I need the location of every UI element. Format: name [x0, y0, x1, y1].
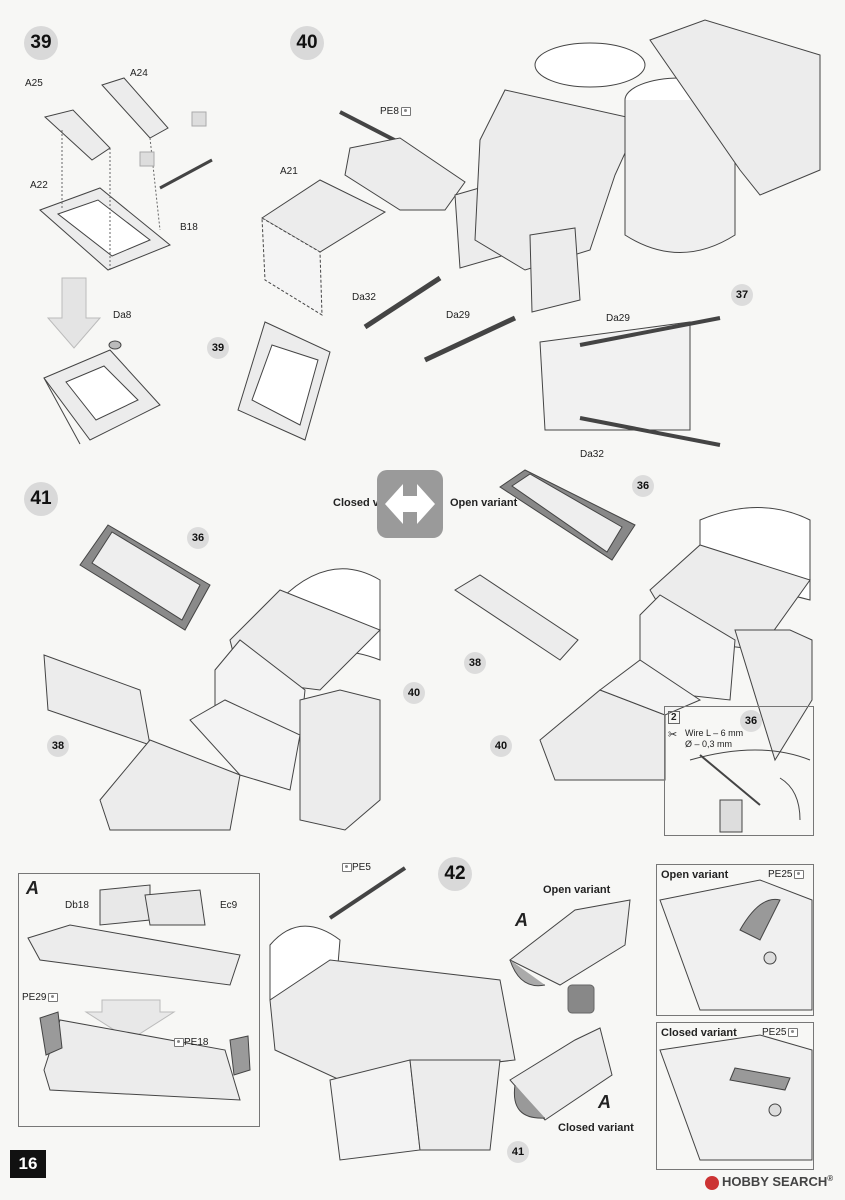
photo-etch-icon [342, 862, 352, 872]
ref-41-right-36: 36 [632, 475, 654, 497]
photo-etch-icon [788, 1027, 799, 1037]
detail-open-box [656, 864, 814, 1016]
step42-open-variant-label: Open variant [543, 884, 611, 896]
watermark: HOBBY SEARCH® [705, 1174, 833, 1190]
detail-drawings [659, 879, 813, 1161]
part-label-da8: Da8 [113, 310, 132, 321]
ref-41-left-40: 40 [403, 682, 425, 704]
step-42-badge: 42 [438, 857, 472, 891]
photo-etch-icon [794, 869, 805, 879]
ref-41-right-38: 38 [464, 652, 486, 674]
step-40-badge: 40 [290, 26, 324, 60]
part-label-a24: A24 [130, 68, 148, 79]
part-label-pe18: PE18 [172, 1037, 208, 1048]
step42-letter-a-open: A [515, 910, 528, 930]
step42-closed-variant-label: Closed variant [558, 1122, 634, 1134]
detail-closed-pe25: PE25 [762, 1027, 799, 1038]
step40-drawing [237, 19, 821, 447]
part-label-pe8: PE8 [380, 106, 411, 117]
part-label-da32: Da32 [352, 292, 376, 303]
step42-drawing [269, 866, 631, 1161]
detail-closed-title: Closed variant [661, 1027, 737, 1039]
detail-open-pe25: PE25 [768, 869, 805, 880]
photo-etch-icon [400, 106, 411, 116]
ref-42-41: 41 [507, 1141, 529, 1163]
detail-open-title: Open variant [661, 869, 729, 881]
step41-right-drawing [454, 469, 813, 781]
part-label-da29: Da29 [446, 310, 470, 321]
hobby-search-logo-icon [705, 1175, 719, 1190]
step41-left-drawing [43, 524, 381, 831]
step-39-badge: 39 [24, 26, 58, 60]
ref-step-39: 39 [207, 337, 229, 359]
step42-letter-a-closed: A [598, 1092, 611, 1112]
photo-etch-icon [48, 992, 59, 1002]
part-label-da29-b: Da29 [606, 313, 630, 324]
step-41-badge: 41 [24, 482, 58, 516]
step41-inset-drawing [689, 749, 811, 833]
ref-step-37: 37 [731, 284, 753, 306]
wire-detail-box [664, 706, 814, 836]
ref-41-right-40: 40 [490, 735, 512, 757]
open-variant-label: Open variant [450, 497, 518, 509]
detail-closed-box [656, 1022, 814, 1170]
ref-41-left-38: 38 [47, 735, 69, 757]
wire-cut-icon: ✂ [668, 729, 678, 741]
wire-count: 2 [668, 711, 680, 724]
variant-swap-icon [377, 470, 443, 538]
page-number: 16 [10, 1150, 46, 1178]
part-label-a25: A25 [25, 78, 43, 89]
ref-41-left-36: 36 [187, 527, 209, 549]
ref-41-inset-36: 36 [740, 710, 762, 732]
part-label-b18: B18 [180, 222, 198, 233]
photo-etch-icon [174, 1037, 184, 1047]
part-label-db18: Db18 [65, 900, 89, 911]
wire-length: Wire L – 6 mm [685, 728, 744, 738]
subassembly-a-letter: A [26, 878, 39, 898]
part-label-pe5: PE5 [340, 862, 371, 873]
subA-drawing [27, 884, 251, 1101]
subassembly-a-box [18, 873, 260, 1127]
part-label-ec9: Ec9 [220, 900, 238, 911]
part-label-a21: A21 [280, 166, 298, 177]
part-label-a22: A22 [30, 180, 48, 191]
step39-drawing [39, 77, 213, 445]
part-label-pe29: PE29 [22, 992, 59, 1003]
wire-diameter: Ø – 0,3 mm [685, 739, 733, 749]
part-label-da32-b: Da32 [580, 449, 604, 460]
